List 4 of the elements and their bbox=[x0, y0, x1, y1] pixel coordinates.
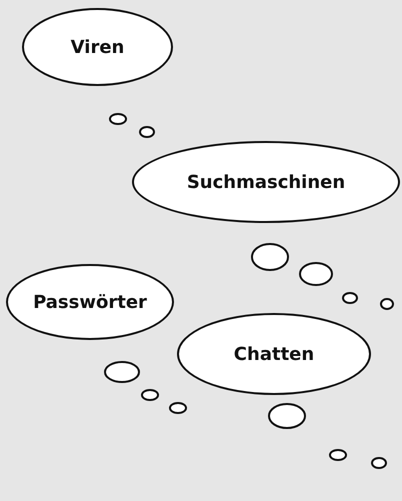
bubble-text: Viren bbox=[70, 36, 124, 58]
bubble-text: Passwörter bbox=[33, 292, 147, 312]
bubble-text: Suchmaschinen bbox=[186, 172, 346, 192]
bubble-text: Chatten bbox=[234, 344, 314, 364]
